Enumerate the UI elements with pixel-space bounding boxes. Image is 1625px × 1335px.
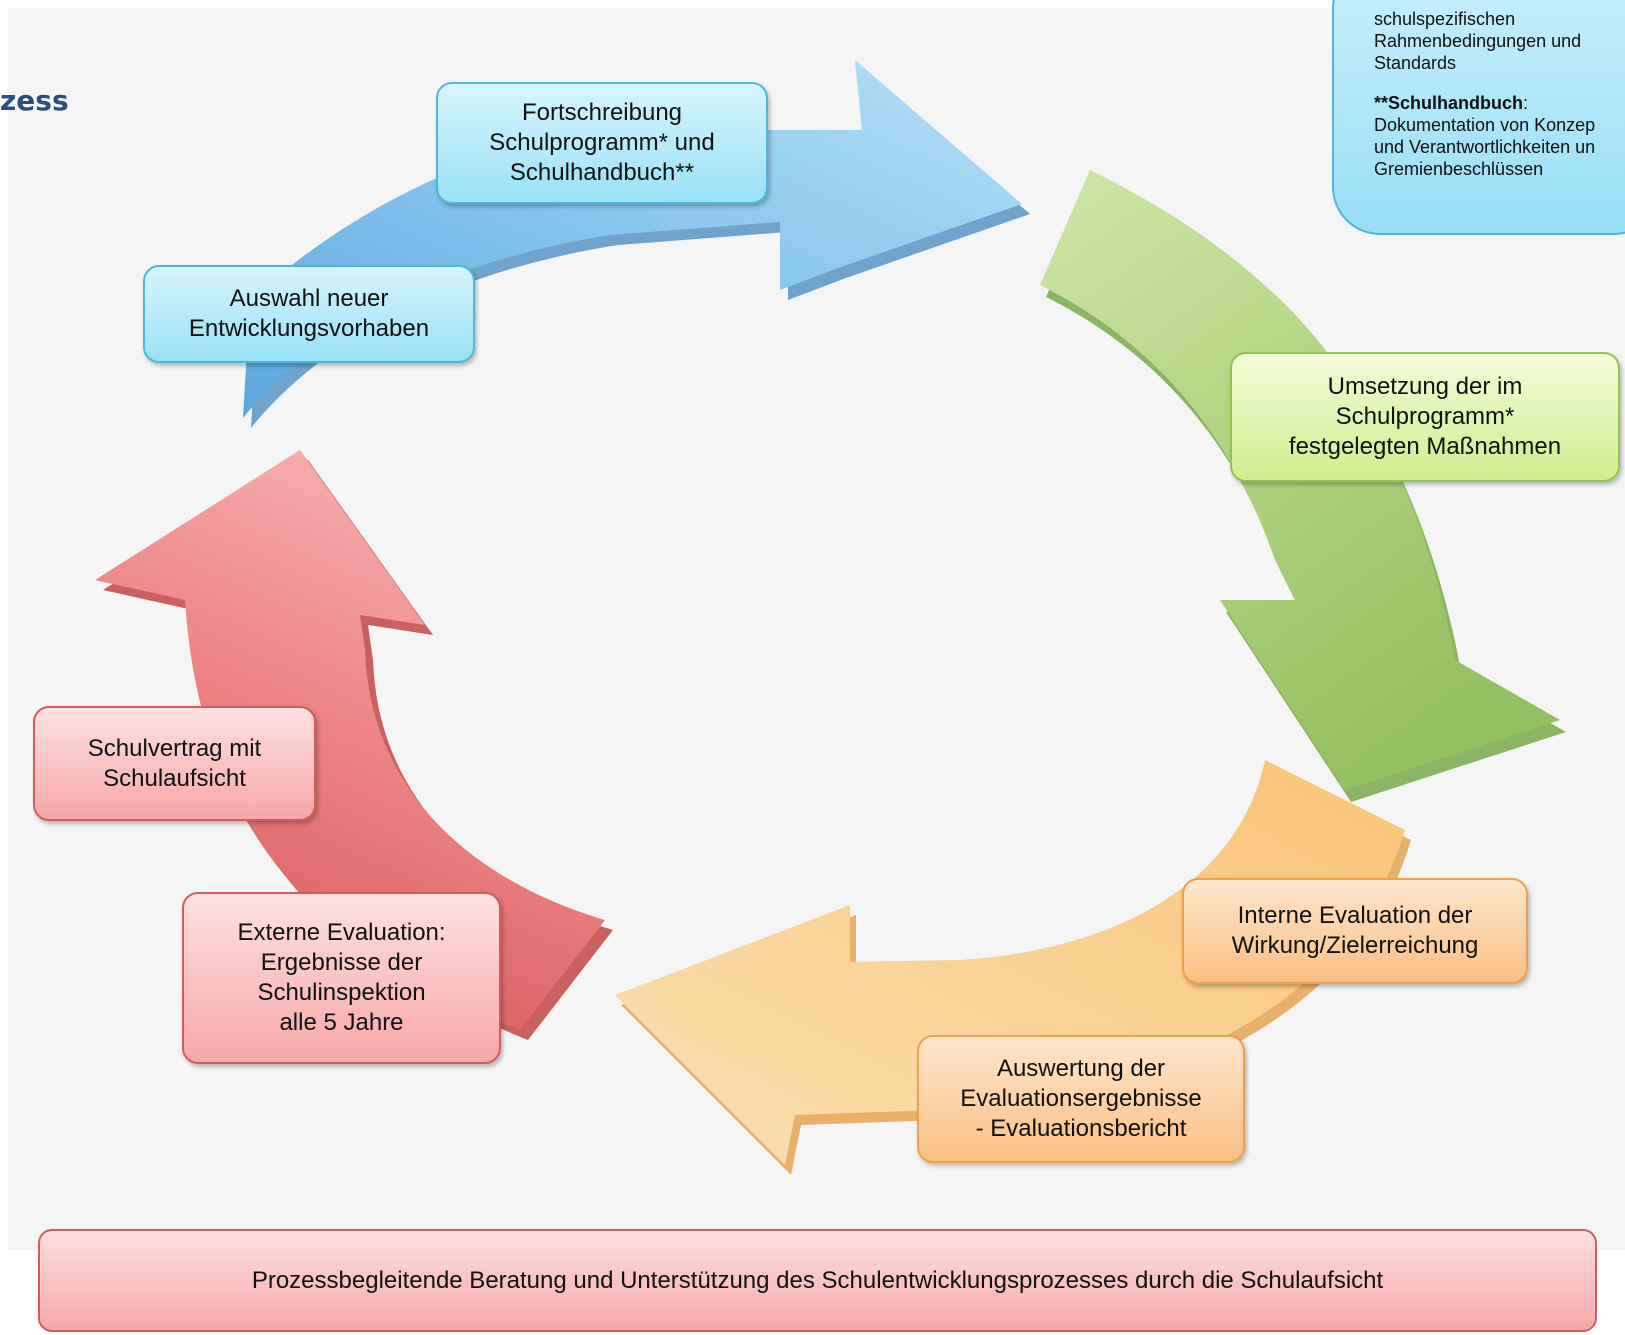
step-fortschreibung: Fortschreibung Schulprogramm* und Schulh… [436,82,768,204]
handbook-term: **Schulhandbuch [1374,93,1524,113]
step-umsetzung: Umsetzung der im Schulprogramm* festgele… [1230,352,1620,482]
step-schulvertrag: Schulvertrag mit Schulaufsicht [33,706,316,821]
handbook-colon: : [1523,93,1529,113]
step-externe-evaluation: Externe Evaluation: Ergebnisse der Schul… [182,892,501,1064]
arrow-red-face [95,450,605,1030]
note-line: Standards [1374,53,1457,73]
step-auswahl: Auswahl neuer Entwicklungsvorhaben [143,265,475,363]
footer-bar: Prozessbegleitende Beratung und Unterstü… [38,1229,1597,1332]
step-auswertung: Auswertung der Evaluationsergebnisse - E… [917,1035,1245,1163]
note-handbook-title: **Schulhandbuch: [1374,92,1625,114]
arrow-blue-face [243,60,1022,418]
step-interne-evaluation: Interne Evaluation der Wirkung/Zielerrei… [1182,878,1528,984]
note-line: und Verantwortlichkeiten un [1374,137,1596,157]
page-heading: zess [0,84,69,117]
note-line: schulspezifischen [1374,9,1516,29]
note-line: Gremienbeschlüssen [1374,159,1544,179]
footnote-box: schulspezifischen Rahmenbedingungen und … [1332,0,1625,235]
note-line: Rahmenbedingungen und [1374,31,1582,51]
arrow-orange-face [615,760,1405,1165]
note-line: Dokumentation von Konzep [1374,115,1596,135]
